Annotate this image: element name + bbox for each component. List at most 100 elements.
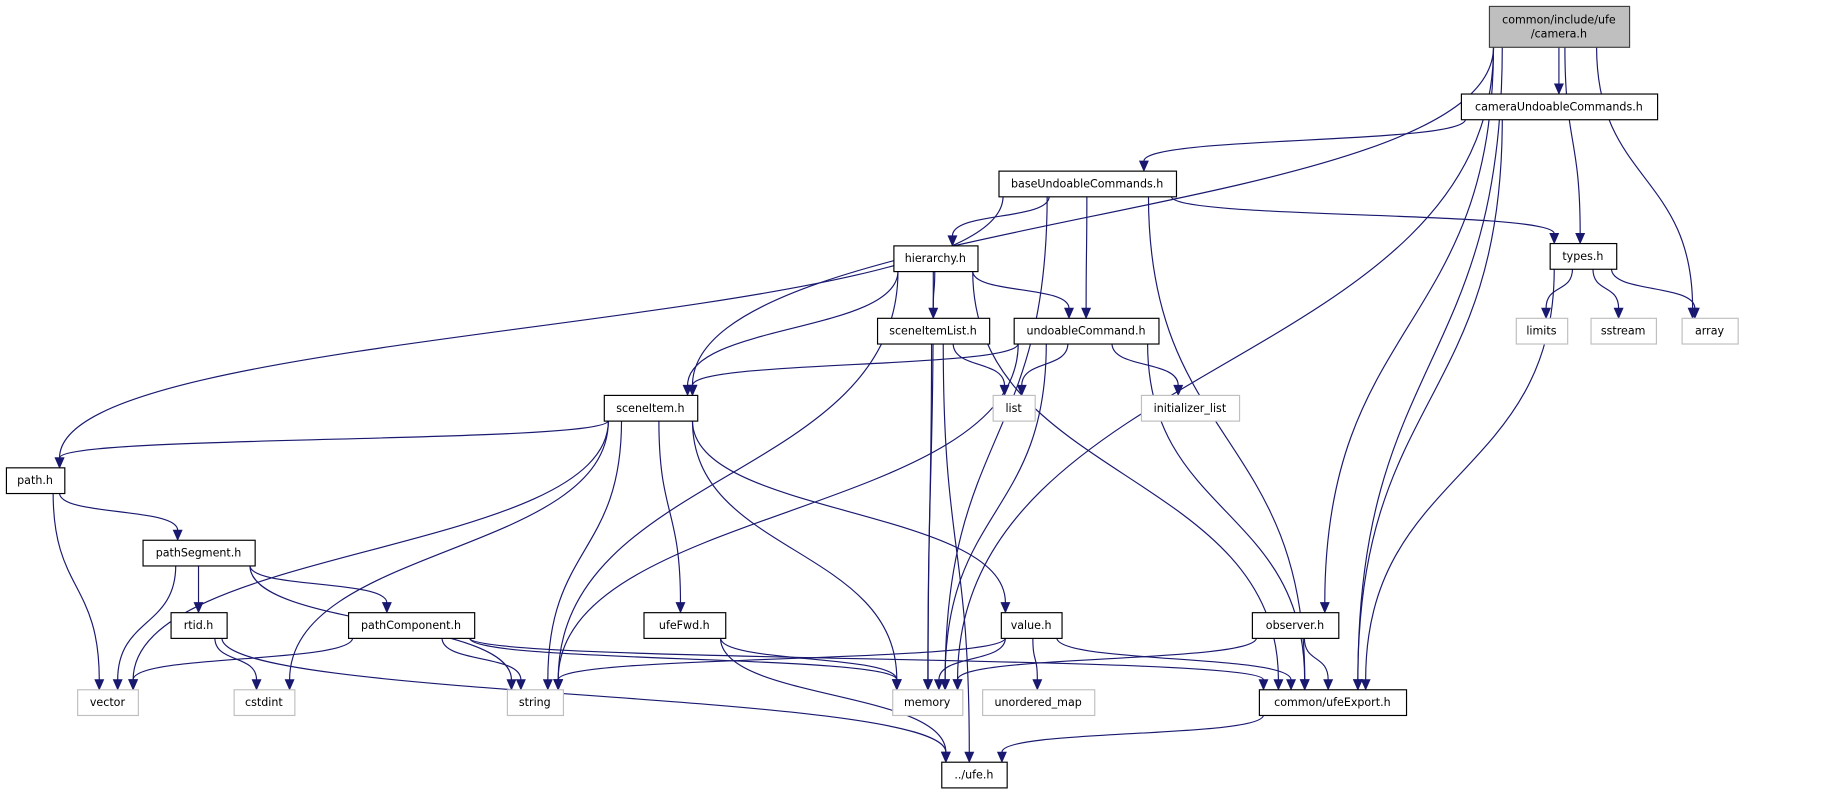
edge-baseUndoableCommands-to-ufeExport bbox=[1147, 196, 1306, 680]
edges-layer bbox=[52, 46, 1700, 764]
edge-pathComponent-to-vector bbox=[132, 637, 354, 681]
node-camera[interactable]: common/include/ufe/camera.h bbox=[1488, 5, 1631, 48]
node-box bbox=[1460, 93, 1659, 121]
node-label: limits bbox=[1526, 325, 1556, 338]
node-vector[interactable]: vector bbox=[77, 689, 139, 717]
node-cameraUndoableCommands[interactable]: cameraUndoableCommands.h bbox=[1460, 93, 1659, 121]
edge-hierarchy-to-string bbox=[557, 271, 899, 680]
node-types[interactable]: types.h bbox=[1549, 242, 1618, 270]
edge-sceneItem-to-memory bbox=[691, 420, 898, 680]
arrowhead-icon bbox=[1032, 679, 1043, 691]
edge-value-to-memory bbox=[938, 637, 1006, 680]
arrowhead-icon bbox=[1064, 307, 1074, 320]
node-sstream[interactable]: sstream bbox=[1590, 317, 1658, 345]
arrowhead-icon bbox=[251, 679, 262, 691]
edge-observer-to-memory bbox=[956, 637, 1258, 681]
nodes-layer: common/include/ufe/camera.h cameraUndoabl… bbox=[5, 5, 1739, 789]
edge-rtid-to-ufe bbox=[221, 637, 947, 753]
arrowhead-icon bbox=[675, 602, 686, 614]
edge-camera-to-ufeExport bbox=[1357, 46, 1503, 680]
node-box bbox=[1681, 317, 1739, 345]
arrowhead-icon bbox=[996, 751, 1007, 764]
node-rtid[interactable]: rtid.h bbox=[170, 612, 228, 639]
edge-baseUndoableCommands-to-path bbox=[58, 196, 1004, 458]
arrowhead-icon bbox=[940, 751, 951, 764]
node-sceneItem[interactable]: sceneItem.h bbox=[603, 394, 699, 422]
arrowhead-icon bbox=[1273, 679, 1284, 691]
edge-sceneItem-to-value bbox=[691, 420, 1006, 603]
edge-ufeFwd-to-ufe bbox=[719, 637, 947, 753]
node-box bbox=[170, 612, 228, 639]
node-label: sceneItemList.h bbox=[889, 325, 977, 338]
arrowhead-icon bbox=[922, 679, 933, 691]
arrowhead-icon bbox=[553, 679, 564, 691]
node-sceneItemList[interactable]: sceneItemList.h bbox=[876, 317, 991, 345]
arrowhead-icon bbox=[1323, 679, 1334, 691]
edge-sceneItem-to-string bbox=[547, 420, 623, 680]
arrowhead-icon bbox=[1138, 160, 1149, 173]
node-label: list bbox=[1005, 402, 1022, 415]
node-label: baseUndoableCommands.h bbox=[1011, 177, 1163, 190]
node-ufe[interactable]: ../ufe.h bbox=[941, 761, 1008, 789]
edge-types-to-array bbox=[1610, 268, 1696, 309]
node-label: string bbox=[519, 696, 551, 709]
node-label: cameraUndoableCommands.h bbox=[1475, 100, 1643, 113]
edge-undoableCommand-to-initializer_list bbox=[1111, 343, 1179, 386]
arrowhead-icon bbox=[284, 679, 295, 691]
edge-camera-to-memory bbox=[956, 46, 1495, 680]
edge-camera-to-types bbox=[1564, 46, 1581, 234]
node-label: undoableCommand.h bbox=[1026, 325, 1145, 338]
node-box bbox=[1000, 612, 1063, 639]
arrowhead-icon bbox=[1575, 233, 1586, 245]
node-label: memory bbox=[904, 696, 951, 709]
arrowhead-icon bbox=[542, 679, 553, 691]
node-label: vector bbox=[90, 696, 126, 709]
node-limits[interactable]: limits bbox=[1515, 317, 1569, 345]
node-box bbox=[982, 689, 1096, 717]
node-ufeFwd[interactable]: ufeFwd.h bbox=[643, 612, 727, 639]
node-ufeExport[interactable]: common/ufeExport.h bbox=[1258, 689, 1408, 717]
arrowhead-icon bbox=[128, 679, 139, 691]
node-box bbox=[998, 170, 1178, 198]
node-observer[interactable]: observer.h bbox=[1251, 612, 1340, 639]
node-value[interactable]: value.h bbox=[1000, 612, 1063, 639]
node-box bbox=[1258, 689, 1408, 717]
node-label: observer.h bbox=[1266, 619, 1324, 632]
edge-cameraUndoableCommands-to-ufeExport bbox=[1357, 119, 1503, 680]
node-label: rtid.h bbox=[184, 619, 214, 632]
node-box bbox=[233, 689, 296, 717]
node-label: path.h bbox=[17, 474, 53, 487]
edge-pathComponent-to-ufeExport bbox=[468, 637, 1265, 681]
edge-value-to-unordered_map bbox=[1032, 637, 1038, 680]
node-box bbox=[603, 394, 699, 422]
node-baseUndoableCommands[interactable]: baseUndoableCommands.h bbox=[998, 170, 1178, 198]
edge-baseUndoableCommands-to-types bbox=[1170, 195, 1555, 235]
arrowhead-icon bbox=[1173, 384, 1184, 397]
edge-baseUndoableCommands-to-hierarchy bbox=[951, 196, 1050, 237]
arrowhead-icon bbox=[1000, 602, 1011, 614]
edge-types-to-limits bbox=[1545, 268, 1574, 309]
node-label: pathSegment.h bbox=[156, 547, 242, 560]
node-string[interactable]: string bbox=[506, 689, 565, 717]
arrowhead-icon bbox=[1319, 602, 1330, 614]
node-box bbox=[1515, 317, 1569, 345]
node-path[interactable]: path.h bbox=[5, 467, 66, 495]
node-cstdint[interactable]: cstdint bbox=[233, 689, 296, 717]
edge-baseUndoableCommands-to-memory bbox=[944, 196, 1048, 680]
edge-pathSegment-to-pathComponent bbox=[249, 565, 388, 603]
node-array[interactable]: array bbox=[1681, 317, 1739, 345]
node-label: array bbox=[1695, 325, 1724, 338]
edge-hierarchy-to-sceneItemList bbox=[932, 271, 936, 309]
node-label: initializer_list bbox=[1154, 402, 1227, 415]
node-hierarchy[interactable]: hierarchy.h bbox=[893, 245, 979, 273]
arrowhead-icon bbox=[1553, 83, 1564, 95]
node-unordered_map[interactable]: unordered_map bbox=[982, 689, 1096, 717]
arrowhead-icon bbox=[193, 602, 204, 614]
node-pathComponent[interactable]: pathComponent.h bbox=[347, 612, 476, 639]
node-initializer_list[interactable]: initializer_list bbox=[1140, 394, 1241, 422]
node-undoableCommand[interactable]: undoableCommand.h bbox=[1013, 317, 1160, 345]
node-list[interactable]: list bbox=[992, 394, 1036, 422]
edge-sceneItem-to-cstdint bbox=[289, 420, 609, 680]
node-memory[interactable]: memory bbox=[892, 689, 964, 717]
node-pathSegment[interactable]: pathSegment.h bbox=[142, 539, 256, 567]
